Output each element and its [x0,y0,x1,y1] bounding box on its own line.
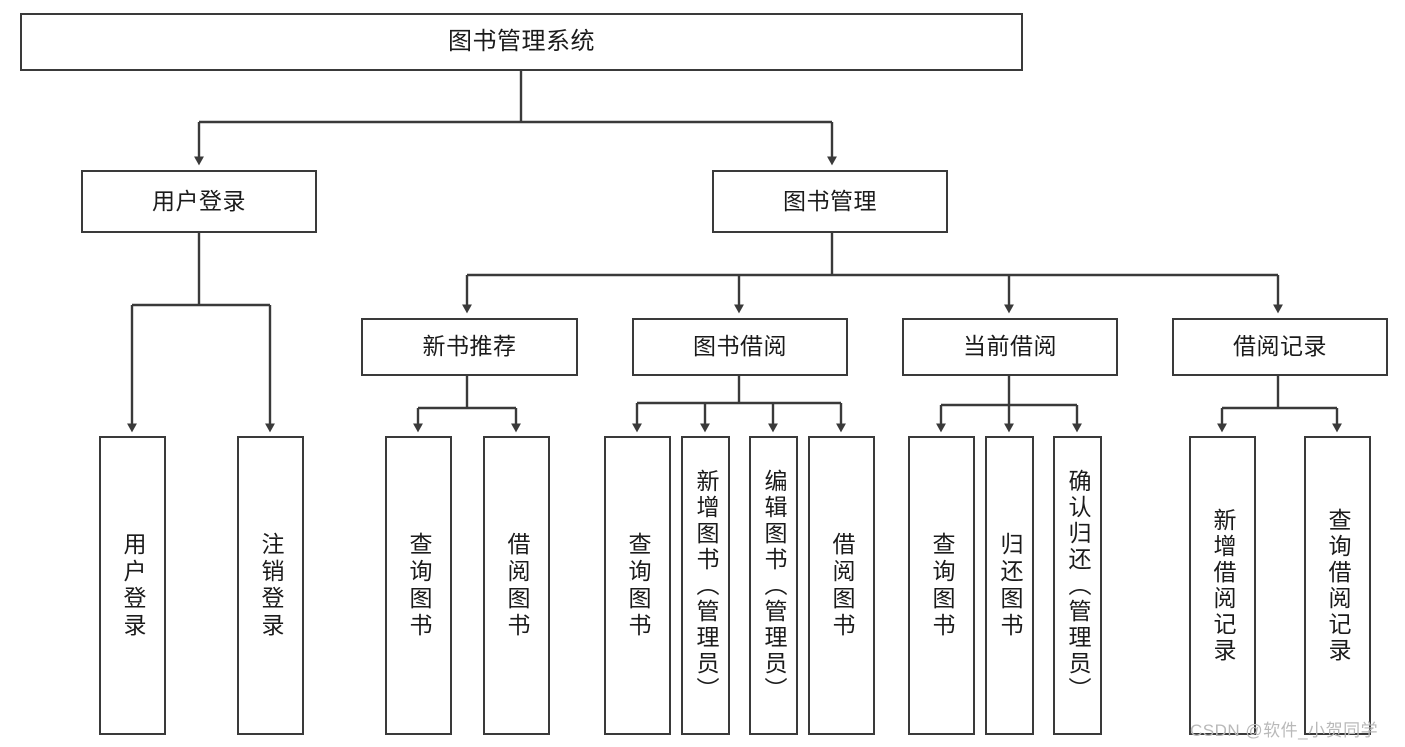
node-label: 用户登录 [152,187,246,214]
connector-borrow-record-to-leaves [1217,376,1342,433]
leaf-add-book-admin[interactable]: 新增图书（管理员） [681,436,730,735]
csdn-watermark: CSDN @软件_小贺同学 [1190,721,1379,740]
leaf-user-login[interactable]: 用户登录 [99,436,166,735]
node-label: 确认归还（管理员） [1065,468,1091,703]
leaf-borrow-books[interactable]: 借阅图书 [808,436,875,735]
node-book-management[interactable]: 图书管理 [712,170,948,233]
leaf-query-books-current[interactable]: 查询图书 [908,436,975,735]
node-label: 图书管理 [783,187,877,214]
node-label: 查询图书 [929,531,955,640]
node-label: 新增图书（管理员） [693,468,719,703]
leaf-add-borrow-record[interactable]: 新增借阅记录 [1189,436,1256,735]
node-current-borrowing[interactable]: 当前借阅 [902,318,1118,376]
node-new-book-recommendation[interactable]: 新书推荐 [361,318,578,376]
node-label: 查询借阅记录 [1325,507,1351,664]
node-label: 注销登录 [258,531,284,640]
connector-root-to-level2 [194,71,837,166]
node-borrowing-records[interactable]: 借阅记录 [1172,318,1388,376]
node-label: 当前借阅 [963,333,1057,360]
node-label: 图书借阅 [693,333,787,360]
node-label: 用户登录 [120,531,146,640]
node-label: 新书推荐 [422,333,517,360]
node-label: 新增借阅记录 [1210,507,1236,664]
connector-book-manage-to-level3 [462,233,1283,314]
connector-book-borrow-to-leaves [632,376,846,433]
node-label: 查询图书 [406,531,432,640]
leaf-query-books-recommend[interactable]: 查询图书 [385,436,452,735]
connector-current-borrow-to-leaves [936,376,1082,433]
node-label: 借阅图书 [504,531,530,640]
node-book-borrowing[interactable]: 图书借阅 [632,318,848,376]
node-label: 编辑图书（管理员） [761,468,787,703]
leaf-return-books[interactable]: 归还图书 [985,436,1034,735]
node-label: 图书管理系统 [448,27,595,55]
connector-user-login-to-leaves [127,233,275,433]
node-user-login[interactable]: 用户登录 [81,170,317,233]
leaf-query-borrow-record[interactable]: 查询借阅记录 [1304,436,1371,735]
node-root-book-management-system[interactable]: 图书管理系统 [20,13,1023,71]
node-label: 借阅图书 [829,531,855,640]
leaf-borrow-books-recommend[interactable]: 借阅图书 [483,436,550,735]
node-label: 借阅记录 [1233,333,1327,360]
leaf-confirm-return-admin[interactable]: 确认归还（管理员） [1053,436,1102,735]
leaf-query-books-borrow[interactable]: 查询图书 [604,436,671,735]
node-label: 归还图书 [997,531,1023,640]
leaf-logout[interactable]: 注销登录 [237,436,304,735]
node-label: 查询图书 [625,531,651,640]
connector-new-book-to-leaves [413,376,521,433]
leaf-edit-book-admin[interactable]: 编辑图书（管理员） [749,436,798,735]
